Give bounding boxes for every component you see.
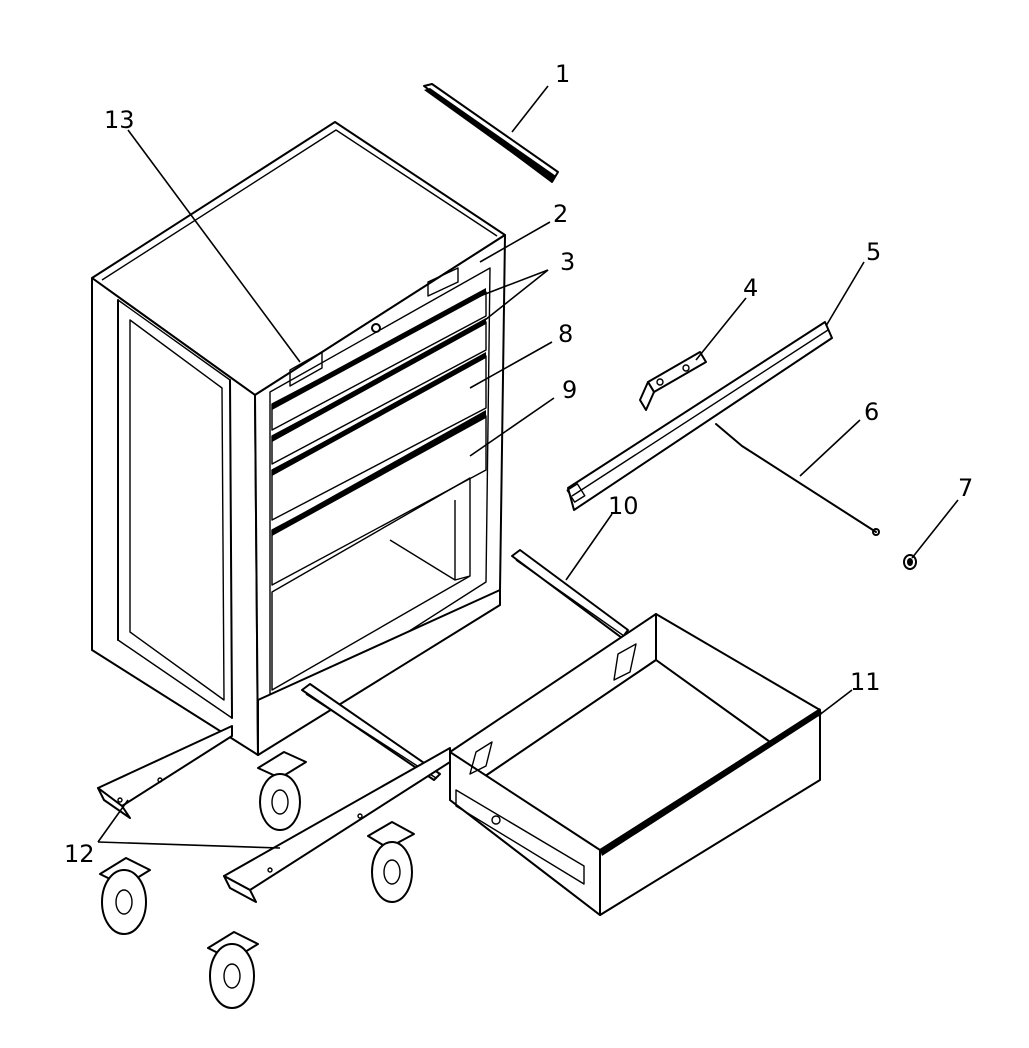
part-6-rod	[715, 423, 880, 536]
callout-2: 2	[553, 200, 568, 228]
caster-wheel-1	[257, 751, 307, 831]
part-11-drawer	[449, 613, 822, 916]
callout-3: 3	[560, 248, 575, 276]
caster-wheel-4	[207, 931, 259, 1009]
part-4-bracket	[639, 351, 707, 411]
callout-10: 10	[608, 492, 639, 520]
part-5-slide	[566, 321, 833, 511]
caster-wheel-3	[99, 857, 151, 935]
callout-9: 9	[562, 376, 577, 404]
part-1-handle	[423, 83, 559, 183]
callout-1: 1	[555, 60, 570, 88]
callout-8: 8	[558, 320, 573, 348]
callout-6: 6	[864, 398, 879, 426]
caster-wheel-2	[367, 821, 415, 903]
part-7-knob	[903, 554, 917, 570]
callout-5: 5	[866, 238, 881, 266]
part-12-plates	[97, 725, 451, 903]
callout-12: 12	[64, 840, 95, 868]
tool-cabinet	[91, 121, 506, 756]
callout-13: 13	[104, 106, 135, 134]
leader-lines	[97, 85, 959, 849]
callout-4: 4	[743, 274, 758, 302]
callout-7: 7	[958, 474, 973, 502]
callout-labels: 1 2 3 4 5 6 7 8 9 10 11 12 13	[64, 60, 973, 868]
part-10-slides	[301, 549, 629, 781]
callout-11: 11	[850, 668, 881, 696]
